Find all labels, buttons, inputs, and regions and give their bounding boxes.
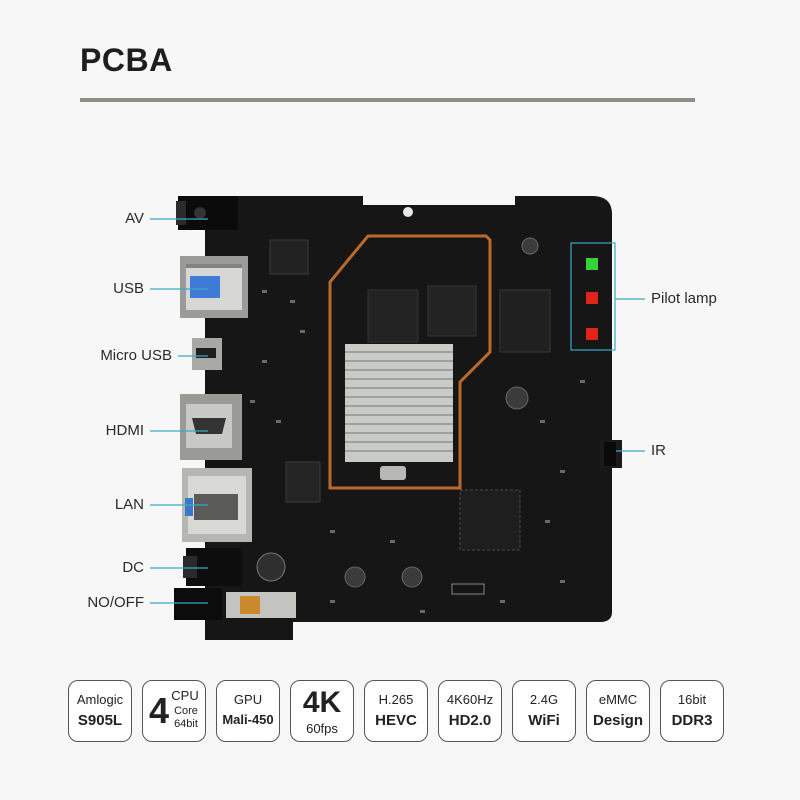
- feature-soc: Amlogic S905L: [68, 680, 132, 742]
- feature-top: eMMC: [598, 692, 638, 707]
- feature-top: GPU: [233, 692, 263, 707]
- feature-sub: CPU: [171, 688, 199, 703]
- emmc-chip: [499, 289, 551, 353]
- usb-port: [180, 256, 248, 318]
- feature-top: 2.4G: [529, 692, 559, 707]
- feature-top: 4K60Hz: [446, 692, 494, 707]
- mounting-hole: [403, 207, 413, 217]
- feature-bottom: Mali-450: [222, 712, 274, 727]
- title-divider: [80, 98, 695, 102]
- pcb-board-illustration: [150, 196, 645, 640]
- feature-bottom: HD2.0: [448, 712, 492, 729]
- ir-receiver: [604, 442, 616, 466]
- led-red: [586, 328, 598, 340]
- feature-emmc: eMMC Design: [586, 680, 650, 742]
- feature-bottom: HEVC: [375, 712, 417, 729]
- ic-chip: [285, 461, 321, 503]
- heatsink: [345, 344, 453, 462]
- copper-trace: [328, 234, 492, 490]
- micro-usb-port: [192, 338, 222, 370]
- callout-lan: LAN: [114, 496, 144, 513]
- header-pins: [451, 583, 485, 595]
- ic-chip: [269, 239, 309, 275]
- feature-sub: 64bit: [174, 718, 198, 730]
- callout-dc: DC: [122, 559, 144, 576]
- feature-bottom: Design: [592, 712, 643, 729]
- feature-big: 4K: [302, 686, 342, 719]
- crystal: [380, 466, 406, 480]
- feature-cpu: 4 CPU Core 64bit: [142, 680, 206, 742]
- callout-ir: IR: [651, 442, 666, 459]
- inductor: [401, 566, 423, 588]
- inductor: [344, 566, 366, 588]
- callout-usb: USB: [113, 280, 144, 297]
- led-red: [586, 292, 598, 304]
- feature-top: H.265: [378, 692, 414, 707]
- ram-chip: [367, 289, 419, 343]
- wifi-module: [459, 489, 521, 551]
- feature-big: 4: [149, 690, 170, 731]
- feature-top: 16bit: [677, 692, 707, 707]
- inductor: [505, 386, 529, 410]
- dc-jack: [183, 548, 242, 586]
- callout-av: AV: [125, 210, 144, 227]
- lan-port: [182, 468, 252, 542]
- feature-gpu: GPU Mali-450: [216, 680, 280, 742]
- feature-hevc: H.265 HEVC: [364, 680, 428, 742]
- inductor: [521, 237, 539, 255]
- capacitor: [256, 552, 286, 582]
- feature-small: 60fps: [306, 721, 338, 736]
- feature-ddr: 16bit DDR3: [660, 680, 724, 742]
- feature-bottom: DDR3: [671, 712, 713, 729]
- smd-components: [250, 290, 585, 613]
- callout-pilot-lamp: Pilot lamp: [651, 290, 717, 307]
- feature-top: Amlogic: [76, 692, 124, 707]
- led-green: [586, 258, 598, 270]
- callout-lines: [150, 218, 645, 604]
- feature-4k: 4K 60fps: [290, 680, 354, 742]
- feature-wifi: 2.4G WiFi: [512, 680, 576, 742]
- callout-no-off: NO/OFF: [87, 594, 144, 611]
- av-jack: [176, 196, 238, 230]
- ram-chip: [427, 285, 477, 337]
- feature-sub: Core: [174, 705, 198, 717]
- feature-row: Amlogic S905L 4 CPU Core 64bit GPU Mali-…: [68, 680, 738, 750]
- power-switch: [174, 588, 296, 620]
- pilot-lamp-panel: [570, 242, 616, 351]
- callout-hdmi: HDMI: [105, 422, 144, 439]
- feature-bottom: S905L: [77, 712, 123, 729]
- hdmi-port: [180, 394, 242, 460]
- callout-micro-usb: Micro USB: [100, 347, 172, 364]
- feature-bottom: WiFi: [528, 712, 560, 729]
- page-title: PCBA: [80, 42, 173, 78]
- feature-hdmi: 4K60Hz HD2.0: [438, 680, 502, 742]
